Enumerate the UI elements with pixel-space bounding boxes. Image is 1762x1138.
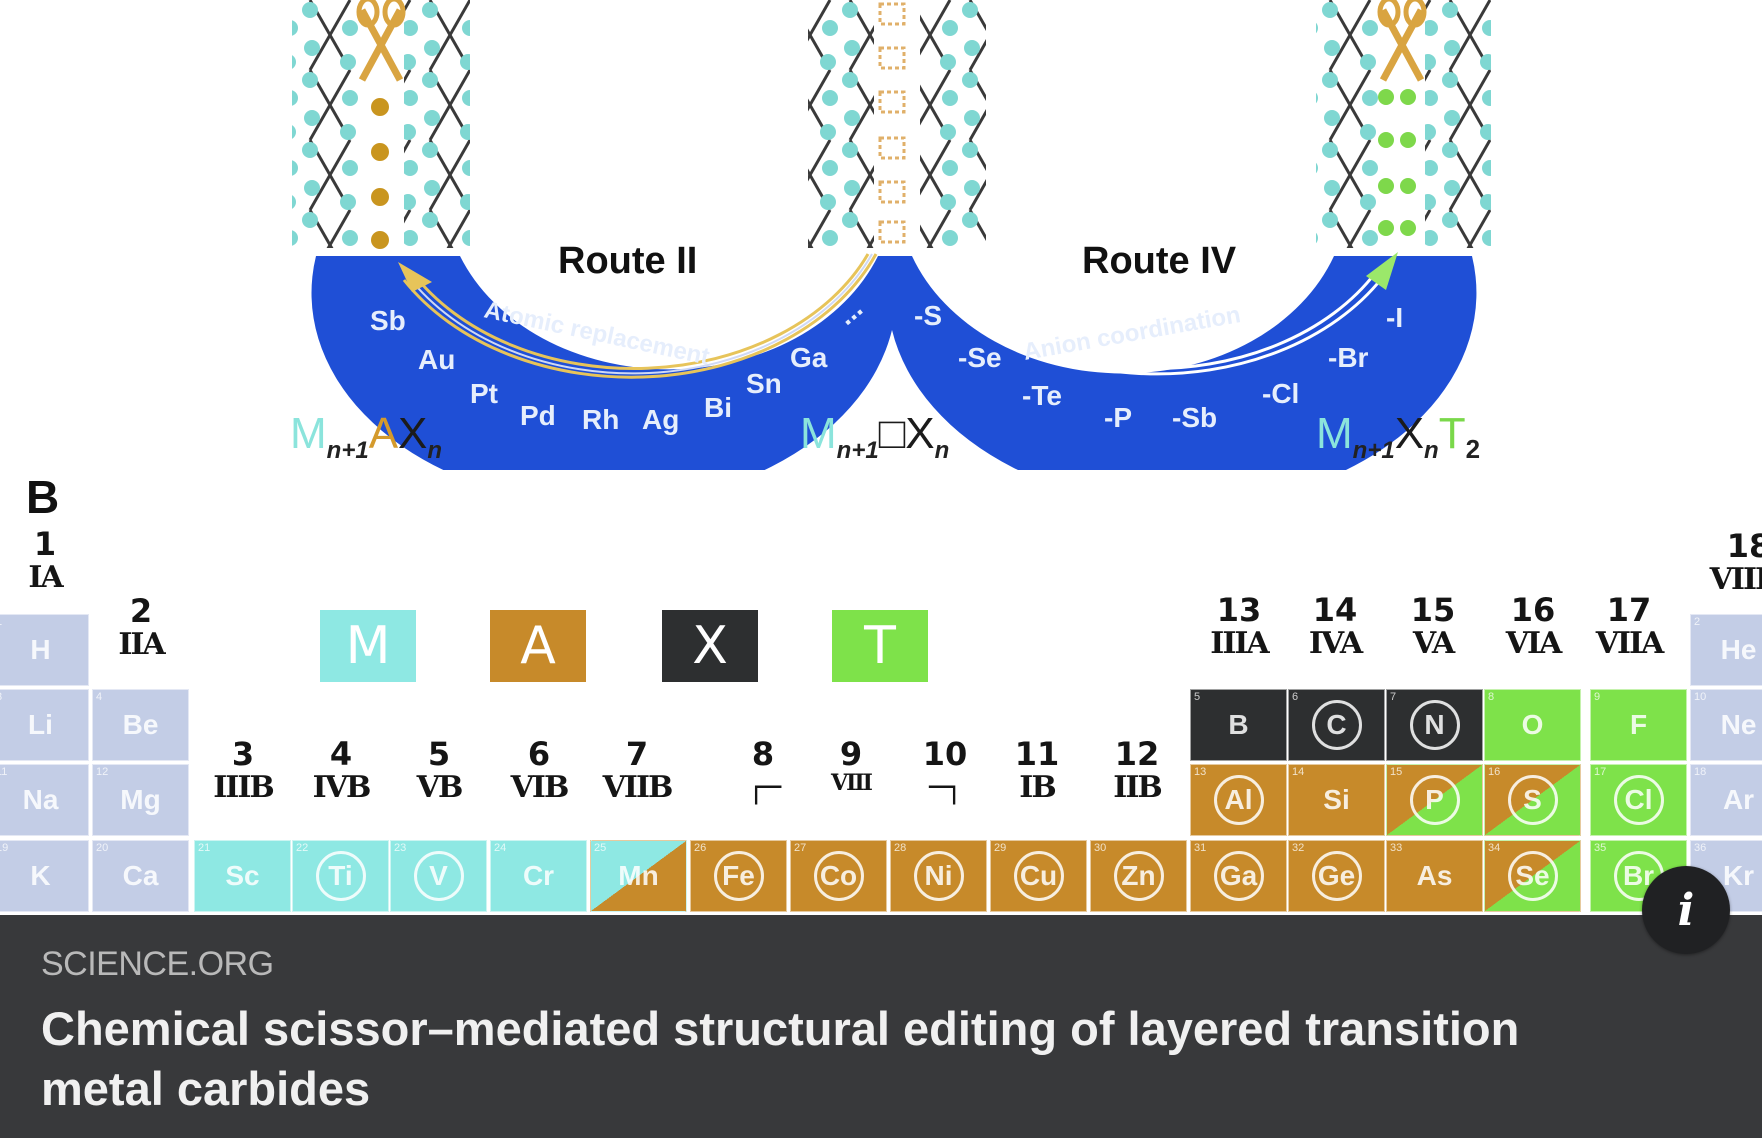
legend-t: T — [832, 610, 928, 682]
route-iv-element: -Se — [958, 342, 1002, 373]
route-iv-element: -Cl — [1262, 378, 1300, 409]
link-preview-caption[interactable]: SCIENCE.ORG Chemical scissor–mediated st… — [0, 915, 1762, 1138]
legend-a: A — [490, 610, 586, 682]
scissors-icon-right — [1377, 0, 1427, 82]
figure-image: Route II Route IV Atomic replacement Ani… — [0, 0, 1762, 912]
group-header: 8┌─ — [746, 735, 781, 805]
route-iv-element: -Sb — [1172, 402, 1218, 433]
route-ii-element: Pt — [470, 378, 498, 409]
route-iv-element: -I — [1386, 302, 1404, 333]
scissors-icon-left — [356, 0, 406, 82]
route-arc — [311, 256, 1477, 470]
route-iv-element: -Br — [1328, 342, 1369, 373]
element-cell-na: 11Na — [0, 764, 89, 836]
article-title-link[interactable]: Chemical scissor–mediated structural edi… — [41, 1002, 1520, 1115]
group-header: 18VIIIA — [1709, 527, 1762, 597]
element-cell-k: 19K — [0, 840, 89, 912]
route-ii-element: Sb — [370, 305, 406, 336]
source-domain: SCIENCE.ORG — [41, 945, 274, 983]
route-ii-element: Au — [418, 344, 456, 375]
route-ii-element: Bi — [704, 392, 732, 423]
formula-vacancy: Mn+1□Xn — [800, 409, 950, 464]
route-ii-element: Ga — [790, 342, 828, 373]
route-iv-element: -Te — [1022, 380, 1062, 411]
route-ii-element: Sn — [746, 368, 782, 399]
layered-structure-illustration — [292, 0, 1491, 470]
legend-m: M — [320, 610, 416, 682]
info-button[interactable]: i — [1642, 866, 1730, 954]
route-ii-element: Pd — [520, 400, 556, 431]
formula-mxene: Mn+1XnT2 — [1316, 409, 1481, 464]
panel-label: B — [26, 471, 60, 523]
route-ii-element: Ag — [642, 404, 680, 435]
route-ii-title: Route II — [558, 240, 698, 282]
route-iv-element: -P — [1104, 402, 1132, 433]
element-cell-h: 1H — [0, 614, 89, 686]
element-cell-li: 3Li — [0, 689, 89, 761]
info-icon: i — [1677, 884, 1695, 936]
legend-x: X — [662, 610, 758, 682]
group-header: 10─┐ — [922, 735, 968, 805]
route-iv-element: -S — [914, 300, 942, 331]
route-iv-title: Route IV — [1082, 240, 1237, 282]
formula-max-phase: Mn+1AXn — [290, 409, 443, 464]
route-ii-element: Rh — [582, 404, 620, 435]
